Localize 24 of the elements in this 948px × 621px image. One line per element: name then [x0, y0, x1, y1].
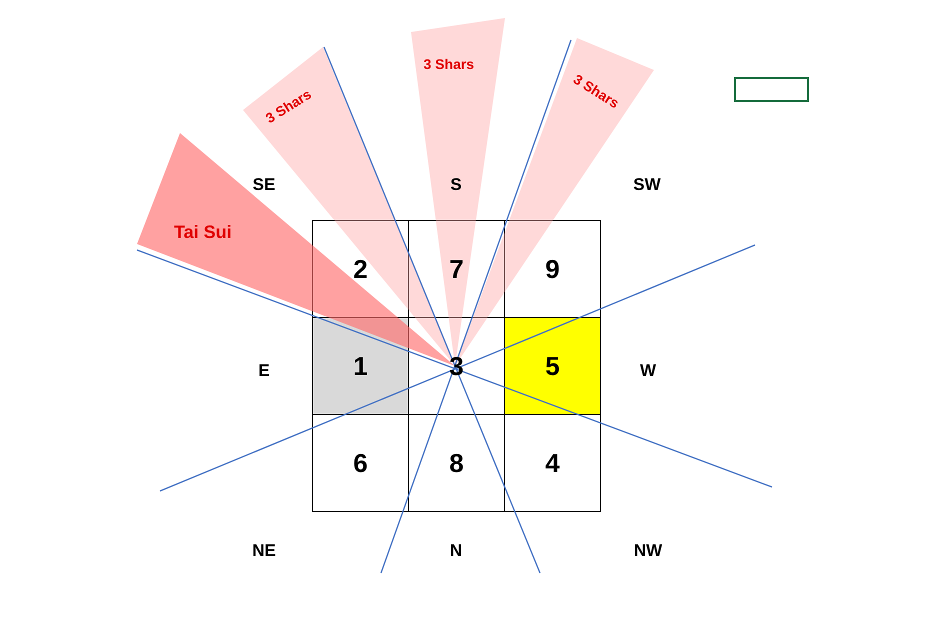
star-number: 2	[353, 254, 368, 284]
star-number: 1	[353, 350, 368, 382]
compass-direction: SE	[252, 175, 276, 195]
grid-cell	[504, 414, 601, 512]
star-number: 9	[545, 254, 560, 284]
grid-cell	[504, 317, 601, 415]
compass-direction: S	[450, 175, 462, 195]
grid-cell	[312, 317, 409, 415]
star-number: 7	[449, 254, 464, 284]
star-number: 5	[545, 350, 560, 382]
compass-direction: NW	[634, 541, 662, 561]
grid-cell	[312, 414, 409, 512]
compass-direction: SW	[633, 175, 661, 195]
grid-cell	[504, 220, 601, 318]
compass-direction: N	[450, 541, 462, 561]
compass-direction: W	[640, 361, 656, 381]
grid-cell	[312, 220, 409, 318]
sector-label: 3 Shars	[424, 56, 474, 72]
compass-direction: NE	[252, 541, 276, 561]
star-number: 8	[449, 448, 464, 478]
star-number: 4	[545, 448, 560, 478]
sector-label: Tai Sui	[174, 222, 232, 242]
star-number: 6	[353, 448, 368, 478]
compass-direction: E	[258, 361, 270, 381]
